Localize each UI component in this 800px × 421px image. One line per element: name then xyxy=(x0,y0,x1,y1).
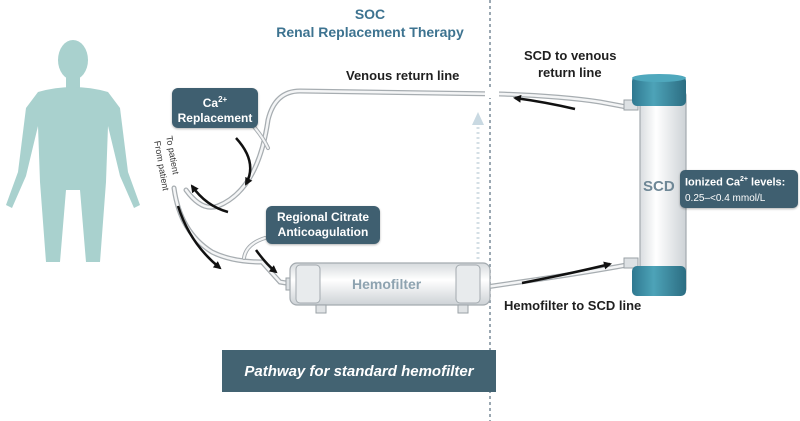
ca-superscript: 2+ xyxy=(218,95,228,104)
replacement-label: Replacement xyxy=(177,111,253,125)
scd-label: SCD xyxy=(643,178,675,195)
hemofilter-to-scd-label: Hemofilter to SCD line xyxy=(504,298,642,313)
pathway-banner: Pathway for standard hemofilter xyxy=(222,350,496,392)
scd-to-venous-label-2: return line xyxy=(538,65,602,80)
ionized-superscript: 2+ xyxy=(740,176,748,183)
hemofilter-label: Hemofilter xyxy=(352,276,422,292)
diagram-subtitle: Renal Replacement Therapy xyxy=(276,24,464,40)
citrate-label-2: Anticoagulation xyxy=(277,225,369,239)
diagram-title: SOC xyxy=(354,6,386,22)
ionized-levels-label: levels: xyxy=(748,176,786,189)
guide-arrowhead xyxy=(472,112,484,125)
flow-arrow-icon xyxy=(176,94,612,285)
ca-label: Ca xyxy=(202,96,219,110)
scd-device xyxy=(623,74,687,296)
ionized-ca-box: Ionized Ca2+ levels: 0.25–<0.4 mmol/L xyxy=(680,170,798,208)
ionized-range: 0.25–<0.4 mmol/L xyxy=(685,192,766,204)
line-break-marker xyxy=(485,88,499,98)
ca-replacement-box: Ca2+ Replacement xyxy=(172,88,258,128)
scd-to-venous-label-1: SCD to venous xyxy=(524,48,617,63)
human-body-icon xyxy=(6,40,140,262)
hemofilter-device xyxy=(285,262,491,314)
citrate-box: Regional Citrate Anticoagulation xyxy=(266,206,380,244)
venous-return-label: Venous return line xyxy=(346,68,460,83)
citrate-label-1: Regional Citrate xyxy=(276,210,369,224)
ionized-label: Ionized Ca xyxy=(685,176,741,189)
